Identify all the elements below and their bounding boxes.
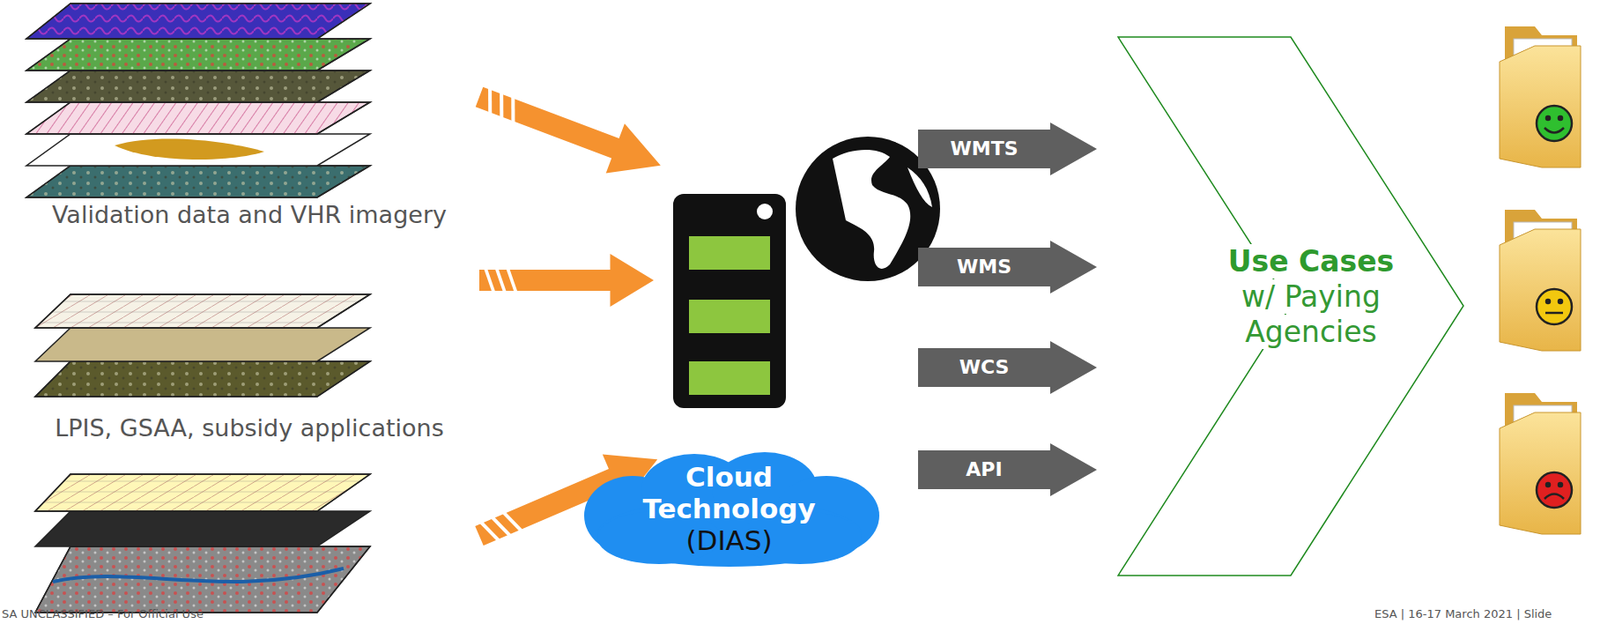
node-title: WMS xyxy=(918,252,1051,282)
node-title: WCS xyxy=(918,353,1051,382)
node-title: Cloud Technology xyxy=(632,460,827,525)
node-title: API xyxy=(918,455,1051,484)
service-arrow: WMTS xyxy=(918,122,1097,176)
node-title: Use Cases xyxy=(1205,244,1417,280)
arrow-shape xyxy=(918,122,1097,176)
chevron-outline xyxy=(1118,37,1464,576)
footer-classification: SA UNCLASSIFIED – For Official Use xyxy=(1,607,204,621)
node-outline xyxy=(918,443,1097,497)
footer-slide-info: ESA | 16-17 March 2021 | Slide xyxy=(1374,607,1552,621)
stack-caption: LPIS, GSAA, subsidy applications xyxy=(54,414,445,442)
cloud-shape: Cloud Technology(DIAS) xyxy=(570,449,888,567)
arrow-shape xyxy=(918,340,1097,394)
node-subtitle: (DIAS) xyxy=(685,524,772,556)
service-arrow: WCS xyxy=(918,340,1097,394)
service-arrow: API xyxy=(918,443,1097,497)
arrow-shape xyxy=(918,443,1097,497)
node-title: WMTS xyxy=(918,134,1051,163)
use-case-chevron: Use Casesw/ Paying Agencies xyxy=(1117,36,1465,577)
text-patch: Use Cases xyxy=(1228,244,1394,279)
text-patch: w/ Paying Agencies xyxy=(1241,279,1381,349)
stack-caption: Validation data and VHR imagery xyxy=(51,200,447,229)
arrow-shape xyxy=(918,240,1097,294)
service-arrow: WMS xyxy=(918,240,1097,294)
node-subtitle: w/ Paying Agencies xyxy=(1214,279,1408,350)
chevron-text: Use Casesw/ Paying Agencies xyxy=(1205,244,1417,350)
